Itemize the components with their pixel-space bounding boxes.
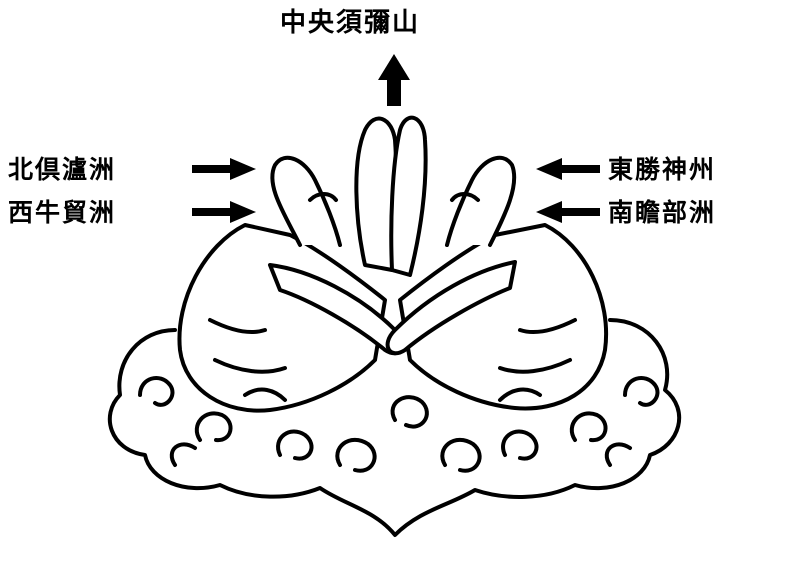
label-jambudvipa: 南瞻部洲 <box>608 200 716 225</box>
label-mount-sumeru: 中央須彌山 <box>280 10 420 36</box>
label-purvavideha: 東勝神州 <box>608 157 716 182</box>
arrow-right-icon-nw <box>192 158 256 180</box>
label-uttarakuru: 北倶瀘洲 <box>8 157 116 182</box>
arrow-up-icon <box>378 54 410 106</box>
arrow-left-icon-ne <box>536 158 600 180</box>
hands-mudra-icon <box>179 118 606 411</box>
label-godaniya: 西牛貿洲 <box>8 200 116 225</box>
arrow-right-icon-sw <box>192 201 256 223</box>
arrow-left-icon-se <box>536 201 600 223</box>
